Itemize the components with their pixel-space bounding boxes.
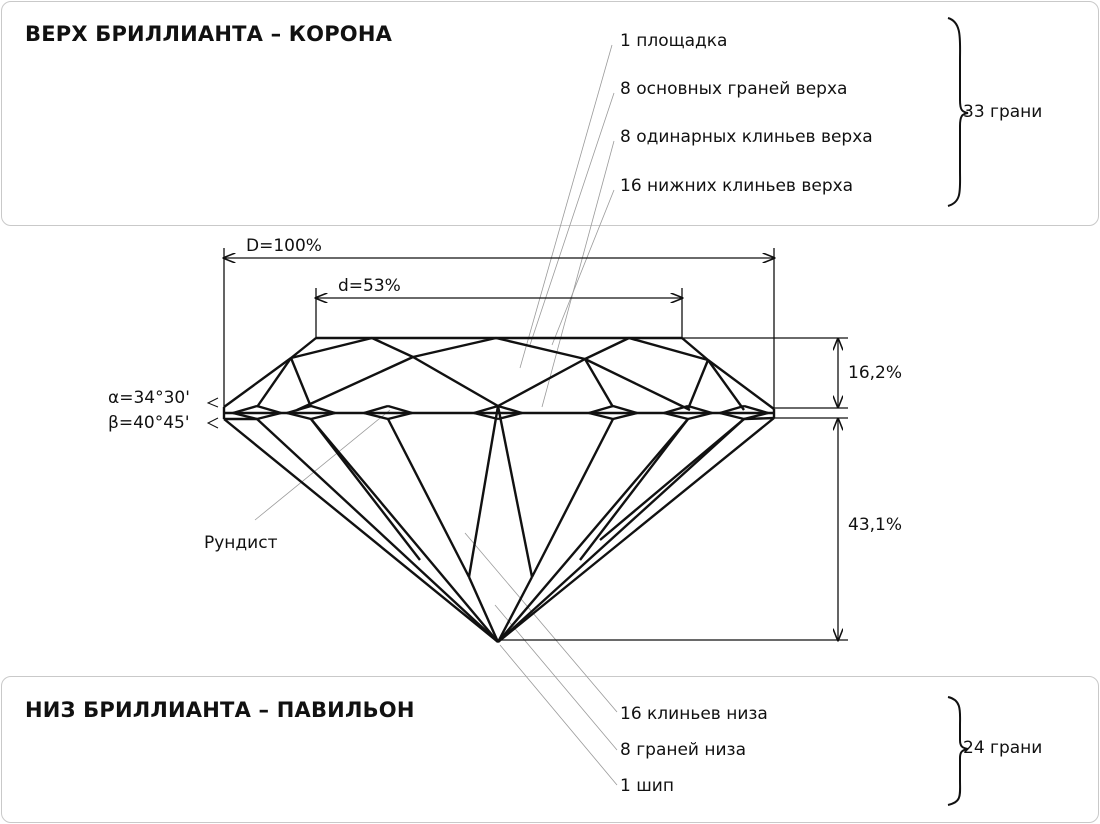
crown-facet-edge [707, 359, 775, 410]
crown-facet-edge [584, 357, 691, 412]
girdle-facet-edge [663, 411, 689, 421]
girdle-facet-edge [743, 404, 769, 415]
alpha-angle-label: α=34°30' [108, 388, 190, 408]
girdle-facet-edge [310, 404, 336, 415]
girdle-facet-edge [286, 404, 312, 415]
crown-facet-edge [290, 336, 373, 360]
leader-line [464, 532, 618, 713]
pavilion-facet-edge [256, 418, 499, 643]
girdle-facet-edge [232, 404, 258, 415]
girdle-facet-edge [363, 411, 389, 421]
girdle-facet-edge [286, 411, 312, 421]
crown-facet-edge [412, 355, 499, 408]
leader-line [541, 140, 615, 408]
pavilion-facet-edge [497, 417, 775, 643]
crown-facet-edge [681, 337, 709, 361]
alpha-angle-mark [206, 397, 219, 408]
pavilion-item: 16 клиньев низа [620, 704, 768, 724]
pavilion-brace [947, 696, 969, 806]
girdle-facet-edge [256, 404, 282, 415]
pavilion-facet-edge [310, 418, 421, 561]
girdle-facet-edge [256, 411, 282, 421]
girdle-facet-edge [719, 411, 745, 421]
crown-facet-edge [495, 336, 586, 361]
girdle-facet-edge [387, 411, 413, 421]
girdle-facet-edge [612, 411, 638, 421]
pavilion-facet-edge [310, 418, 499, 643]
crown-item: 8 одинарных клиньев верха [620, 127, 873, 147]
crown-title: ВЕРХ БРИЛЛИАНТА – КОРОНА [25, 22, 393, 46]
pavilion-facet-edge [496, 405, 534, 578]
girdle-facet-edge [588, 404, 614, 415]
pavilion-facet-edge [579, 418, 689, 561]
crown-brace [947, 17, 969, 207]
crown-facet-edge [628, 336, 709, 362]
crown-total: 33 грани [963, 102, 1043, 122]
girdle-facet-edge [387, 404, 413, 415]
girdle-facet-edge [719, 404, 745, 415]
crown-facet-edge [583, 358, 615, 408]
crown-facet-edge [584, 336, 630, 361]
girdle-facet-edge [497, 404, 523, 415]
crown-facet-edge [296, 355, 414, 412]
crown-item: 1 площадка [620, 31, 728, 51]
pavilion-facet-edge [467, 576, 500, 643]
pavilion-title: НИЗ БРИЛЛИАНТА – ПАВИЛЬОН [25, 698, 415, 722]
pavilion-facet-edge [599, 418, 745, 541]
pavilion-facet-edge [530, 418, 615, 578]
leader-line [499, 644, 618, 786]
crown-facet-edge [497, 357, 586, 408]
pavilion-facet-edge [223, 418, 499, 643]
crown-facet-edge [686, 359, 710, 410]
crown-facet-edge [223, 357, 292, 408]
crown-height-label: 16,2% [848, 363, 903, 383]
crown-facet-edge [371, 336, 414, 359]
pavilion-item: 1 шип [620, 776, 674, 796]
pavilion-facet-edge [497, 418, 689, 643]
girdle-facet-edge [687, 411, 713, 421]
crown-item: 8 основных граней верха [620, 79, 848, 99]
pavilion-facet-edge [496, 576, 534, 643]
crown-item: 16 нижних клиньев верха [620, 176, 854, 196]
leader-line [551, 189, 615, 346]
pavilion-facet-edge [467, 405, 500, 578]
crown-facet-edge [256, 357, 292, 408]
leader-line [529, 92, 615, 346]
girdle-facet-edge [310, 411, 336, 421]
girdle-facet-edge [612, 404, 638, 415]
girdle-facet-edge [497, 411, 523, 421]
girdle-facet-edge [363, 404, 389, 415]
crown-panel [1, 1, 1099, 226]
beta-angle-mark [206, 417, 219, 429]
pavilion-total: 24 грани [963, 738, 1043, 758]
girdle-label: Рундист [204, 533, 278, 553]
pavilion-depth-label: 43,1% [848, 515, 903, 535]
leader-line [519, 44, 613, 369]
girdle-facet-edge [743, 416, 775, 421]
crown-facet-edge [290, 337, 317, 359]
pavilion-item: 8 граней низа [620, 740, 747, 760]
girdle-facet-edge [588, 411, 614, 421]
crown-facet-edge [289, 357, 313, 408]
crown-facet-edge [412, 336, 497, 359]
beta-angle-label: β=40°45' [108, 413, 190, 433]
pavilion-facet-edge [497, 418, 745, 643]
girdle-facet-edge [663, 404, 689, 415]
pavilion-panel [1, 676, 1099, 823]
diameter-label: D=100% [246, 236, 322, 256]
leader-line [254, 409, 391, 521]
table-label: d=53% [338, 276, 401, 296]
pavilion-facet-edge [386, 418, 471, 578]
girdle-facet-edge [473, 411, 499, 421]
crown-facet-edge [707, 359, 745, 411]
girdle-facet-edge [687, 404, 713, 415]
girdle-facet-edge [473, 404, 499, 415]
